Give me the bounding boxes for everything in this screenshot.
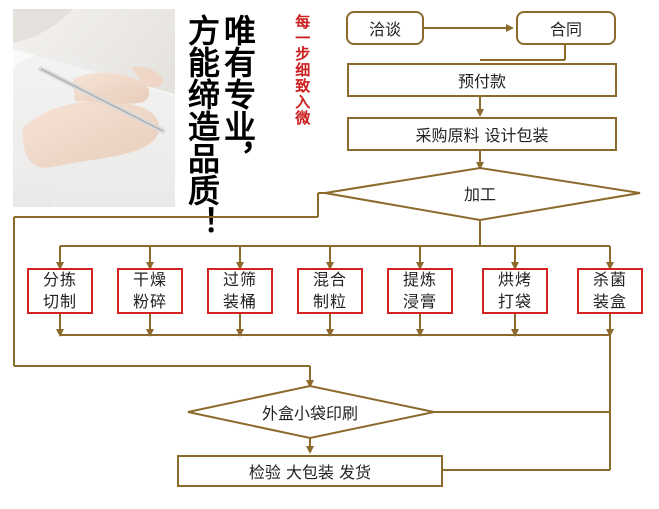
slogan-subtitle: 每一步细致入微 <box>293 14 312 126</box>
step-4-line2: 制粒 <box>312 292 347 311</box>
step-6: 烘烤打袋 <box>482 268 548 314</box>
step-5-line1: 提炼 <box>402 270 437 290</box>
step-3-line1: 过筛 <box>222 270 257 290</box>
step-1: 分拣切制 <box>27 268 93 314</box>
step-4: 混合制粒 <box>297 268 363 314</box>
node-purchase-design-label: 采购原料 设计包装 <box>415 126 549 145</box>
step-2-line1: 干燥 <box>132 270 167 290</box>
slogan-column-1: 唯有专业， <box>219 14 257 174</box>
writing-hand-photo <box>13 9 175 207</box>
step-6-line2: 打袋 <box>497 292 532 311</box>
step-5: 提炼浸膏 <box>387 268 453 314</box>
node-prepay-label: 预付款 <box>457 72 506 91</box>
writing-hand-illustration <box>13 9 175 207</box>
node-ship-label: 检验 大包装 发货 <box>248 463 372 482</box>
node-purchase-design: 采购原料 设计包装 <box>347 117 617 151</box>
step-6-line1: 烘烤 <box>497 270 532 290</box>
node-negotiate-label: 洽谈 <box>368 20 401 39</box>
node-prepay: 预付款 <box>347 63 617 97</box>
step-7-line1: 杀菌 <box>592 270 627 290</box>
step-1-line2: 切制 <box>42 292 77 311</box>
step-4-line1: 混合 <box>312 270 347 290</box>
step-2-line2: 粉碎 <box>132 292 167 311</box>
slogan-column-2: 方能缔造品质！ <box>183 14 221 238</box>
node-contract: 合同 <box>516 11 616 45</box>
step-7-line2: 装盒 <box>592 292 627 311</box>
step-3-line2: 装桶 <box>222 292 257 311</box>
node-print-label: 外盒小袋印刷 <box>261 404 358 423</box>
print-diamond <box>187 384 435 440</box>
node-ship: 检验 大包装 发货 <box>177 455 443 487</box>
node-contract-label: 合同 <box>549 20 582 39</box>
node-process-label: 加工 <box>463 185 496 204</box>
step-7: 杀菌装盒 <box>577 268 643 314</box>
node-negotiate: 洽谈 <box>346 11 424 45</box>
step-arrows <box>56 246 614 337</box>
step-5-line2: 浸膏 <box>402 292 437 311</box>
step-3: 过筛装桶 <box>207 268 273 314</box>
step-2: 干燥粉碎 <box>117 268 183 314</box>
step-1-line1: 分拣 <box>42 270 77 290</box>
process-diamond <box>324 166 641 222</box>
